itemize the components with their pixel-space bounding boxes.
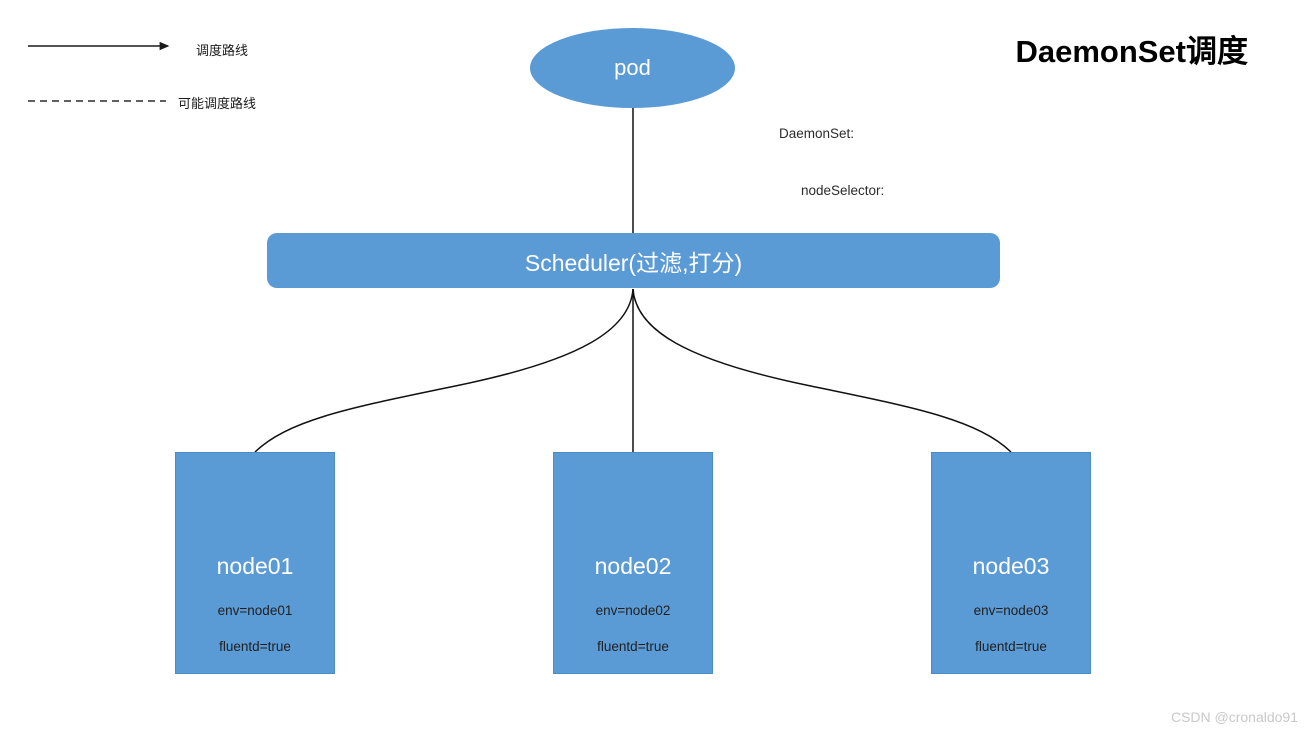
node-env-label: env=node01: [217, 603, 293, 618]
legend-dashed-label: 可能调度路线: [178, 96, 257, 111]
edge-scheduler-to-node01: [254, 288, 634, 453]
node-title: node02: [594, 553, 672, 579]
watermark: CSDN @cronaldo91: [1170, 709, 1298, 725]
node-title: node03: [972, 553, 1050, 579]
legend-solid-label: 调度路线: [196, 43, 249, 58]
node-env-label: env=node02: [595, 603, 671, 618]
node-env-label: env=node03: [973, 603, 1049, 618]
node-title: node01: [216, 553, 294, 579]
node-box-node02[interactable]: node02 env=node02 fluentd=true: [553, 452, 713, 674]
yaml-line-nodeselector: nodeSelector:: [801, 183, 885, 198]
scheduler-node[interactable]: Scheduler(过滤,打分): [267, 233, 1000, 288]
pod-label: pod: [614, 55, 651, 80]
node-box-node01[interactable]: node01 env=node01 fluentd=true: [175, 452, 335, 674]
node-fluentd-label: fluentd=true: [975, 638, 1047, 654]
node-fluentd-label: fluentd=true: [597, 638, 669, 654]
node-fluentd-label: fluentd=true: [219, 638, 291, 654]
edge-scheduler-to-node03: [632, 288, 1012, 453]
pod-node[interactable]: pod: [530, 28, 735, 108]
node-box-node03[interactable]: node03 env=node03 fluentd=true: [931, 452, 1091, 674]
scheduler-label: Scheduler(过滤,打分): [524, 249, 743, 276]
page-title: DaemonSet调度: [1015, 34, 1248, 69]
yaml-line-daemonset: DaemonSet:: [779, 126, 855, 141]
